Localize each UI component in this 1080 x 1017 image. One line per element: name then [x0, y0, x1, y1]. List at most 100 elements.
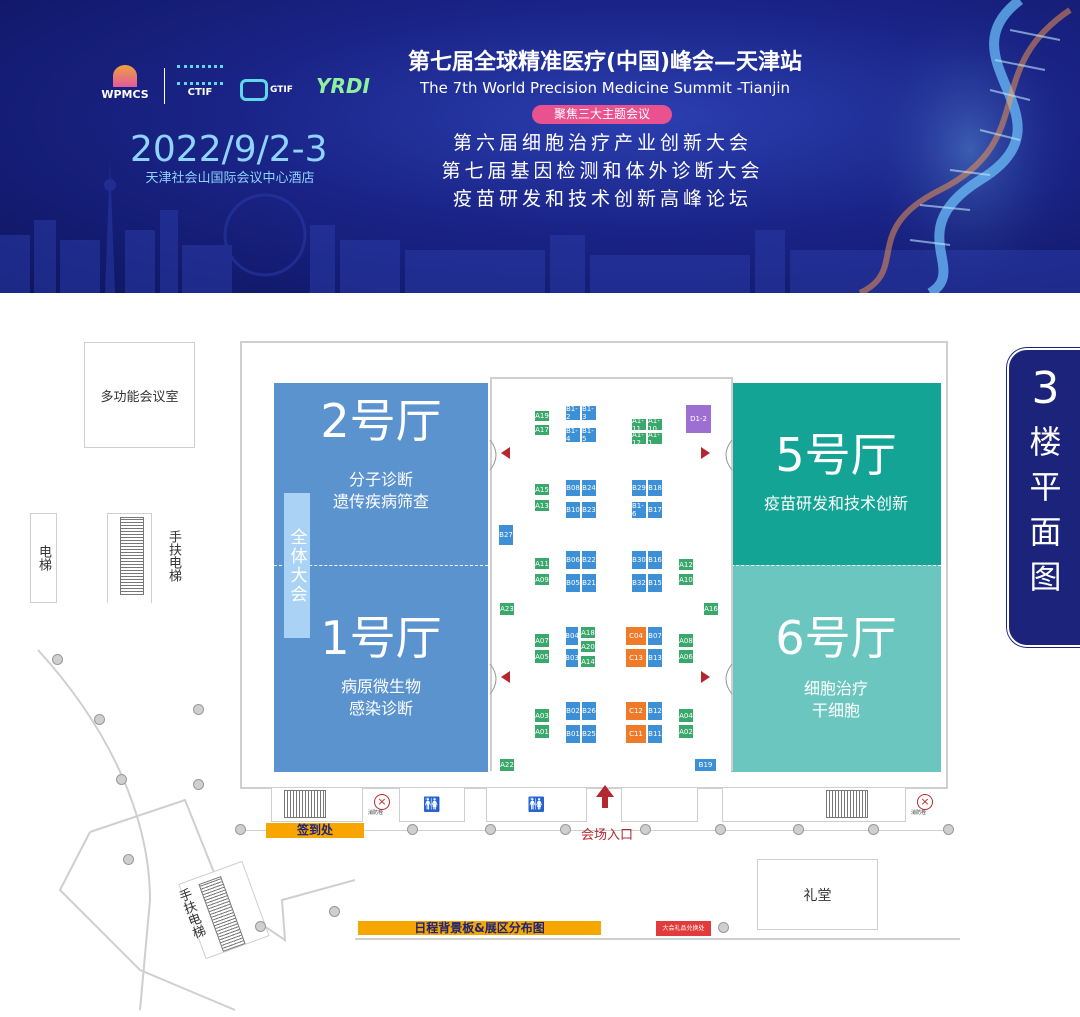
booth-b04: B04: [565, 626, 579, 646]
booth-b12: B12: [647, 701, 663, 721]
booth-b1-4: B1-4: [565, 427, 581, 443]
entrance-label: 会场入口: [580, 828, 633, 843]
exhibit-area-top: [490, 377, 732, 379]
pillar: [329, 906, 340, 917]
stairs-icon: [826, 790, 868, 818]
summit-title-cn: 第七届全球精准医疗(中国)峰会—天津站: [407, 50, 803, 75]
booth-b18: B18: [647, 479, 663, 497]
exhibit-area-left: [490, 377, 492, 771]
topics-pill: 聚焦三大主题会议: [532, 105, 672, 124]
booth-a12: A12: [678, 558, 694, 571]
logo-divider: [164, 68, 165, 104]
pillar: [485, 824, 496, 835]
multi-function-room-label: 多功能会议室: [100, 389, 179, 405]
hall-6-number: 6号厅: [775, 611, 897, 665]
elevator-label: 电梯: [36, 545, 51, 571]
hall-1-topic: 病原微生物: [340, 677, 421, 696]
booth-a1-1: A1-1: [647, 431, 663, 447]
booth-a20: A20: [580, 640, 596, 653]
booth-a11: A11: [534, 557, 550, 570]
booth-b29: B29: [631, 479, 647, 497]
pillar: [116, 774, 127, 785]
escalator-steps-icon: [120, 517, 144, 595]
gtif-logo: GTIF: [240, 76, 308, 104]
booth-b24: B24: [581, 479, 597, 497]
fire-hydrant-icon: ×: [374, 794, 390, 810]
lobby-line: [355, 938, 960, 940]
floor-label-char: 楼: [1029, 423, 1062, 461]
booth-b16: B16: [647, 550, 663, 570]
topic-1: 第六届细胞治疗产业创新大会: [452, 132, 752, 154]
hall-2-topic: 遗传疾病筛查: [332, 492, 429, 511]
booth-a09: A09: [534, 573, 550, 586]
wall-bottom: [240, 787, 947, 789]
pillar: [407, 824, 418, 835]
booth-a08: A08: [678, 633, 694, 648]
pillar: [193, 779, 204, 790]
booth-b19: B19: [694, 758, 717, 772]
pillar: [560, 824, 571, 835]
booth-a16: A16: [703, 602, 719, 616]
booth-b03: B03: [565, 648, 579, 668]
topic-3: 疫苗研发和技术创新高峰论坛: [452, 188, 752, 210]
booth-b01: B01: [565, 724, 581, 744]
booth-b02: B02: [565, 701, 581, 721]
floor-label-char: 图: [1029, 558, 1062, 596]
booth-b17: B17: [647, 501, 663, 519]
wall-top: [240, 341, 947, 343]
wpmcs-logo: WPMCS: [92, 65, 158, 109]
booth-c12: C12: [625, 701, 647, 721]
arrow-left-icon: [501, 447, 510, 459]
arrow-left-icon: [501, 671, 510, 683]
ctif-logo: CTIF: [172, 65, 228, 109]
auditorium: 礼堂: [757, 859, 878, 930]
booth-a23: A23: [499, 602, 515, 616]
pillar: [123, 854, 134, 865]
auditorium-label: 礼堂: [803, 887, 832, 904]
hall-2-topic: 分子诊断: [348, 470, 413, 489]
booth-c13: C13: [625, 648, 647, 668]
booth-a10: A10: [678, 573, 694, 586]
booth-d1-2: D1-2: [685, 404, 712, 434]
floor-label-char: 面: [1029, 513, 1062, 551]
booth-b15: B15: [647, 573, 663, 593]
entrance-arrow-icon: [596, 785, 614, 797]
plenary-stage: 全体大会: [284, 493, 310, 638]
booth-b30: B30: [631, 550, 647, 570]
door-icon: [725, 440, 733, 470]
door-icon: [489, 440, 497, 470]
pillar: [94, 714, 105, 725]
booth-b1-5: B1-5: [581, 427, 597, 443]
multi-function-room: 多功能会议室: [84, 342, 195, 448]
restroom-icon: 🚻: [527, 796, 546, 813]
elevator: 电梯: [30, 513, 57, 603]
booth-a03: A03: [534, 708, 550, 723]
booth-b13: B13: [647, 648, 663, 668]
booth-b08: B08: [565, 479, 581, 497]
booth-a22: A22: [499, 758, 515, 772]
booth-a17: A17: [534, 424, 550, 436]
restroom: 🚻: [399, 787, 465, 822]
event-venue: 天津社会山国际会议中心酒店: [145, 171, 315, 186]
booth-b22: B22: [581, 550, 597, 570]
booth-a02: A02: [678, 724, 694, 739]
booth-b27: B27: [498, 524, 514, 546]
hydrant-label: 消防栓: [368, 810, 384, 816]
booth-a06: A06: [678, 649, 694, 664]
door-icon: [489, 664, 497, 694]
booth-b21: B21: [581, 573, 597, 593]
yrdi-logo: YRDI: [316, 74, 370, 98]
topic-2: 第七届基因检测和体外诊断大会: [441, 160, 764, 182]
hall-2: 2号厅 分子诊断 遗传疾病筛查: [274, 383, 488, 565]
hall-5: 5号厅 疫苗研发和技术创新: [731, 383, 941, 565]
exhibit-area-right: [731, 377, 733, 771]
pillar: [193, 704, 204, 715]
booth-b06: B06: [565, 550, 581, 570]
booth-a19: A19: [534, 410, 550, 422]
floor-tab: 3 楼 平 面 图: [1007, 348, 1080, 647]
hall-5-number: 5号厅: [775, 428, 897, 482]
service-room: [621, 787, 698, 822]
pillar: [255, 921, 266, 932]
hall-1-number: 1号厅: [320, 611, 442, 665]
pillar: [943, 824, 954, 835]
